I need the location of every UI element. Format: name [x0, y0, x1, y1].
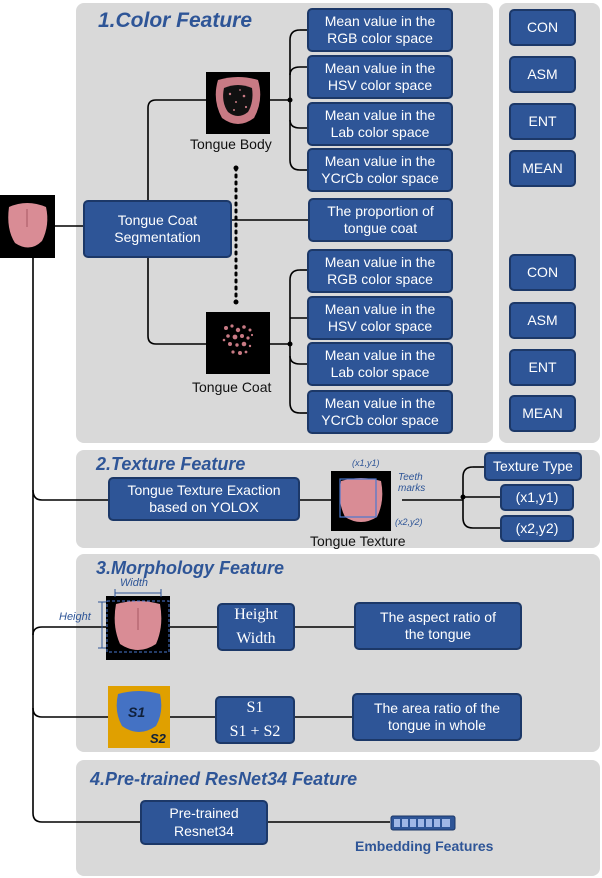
ratio-numerator: Height [234, 606, 278, 623]
tongue-texture-label: Tongue Texture [310, 533, 406, 549]
texture-method-box: Tongue Texture Exaction based on YOLOX [108, 477, 300, 521]
tongue-coat-image [206, 312, 270, 374]
tongue-coat-icon [222, 324, 254, 355]
area-denominator: S1 + S2 [229, 723, 281, 740]
ratio-denominator: Width [236, 630, 276, 647]
body-ycrcb-box: Mean value in the YCrCb color space [307, 148, 453, 192]
s1-label: S1 [128, 704, 146, 720]
glcm-con-top: CON [509, 9, 576, 46]
glcm-asm-top: ASM [509, 56, 576, 93]
aspect-ratio-result-box: The aspect ratio of the tongue [354, 602, 522, 650]
tongue-morphology-image [106, 596, 170, 660]
texture-type-box: Texture Type [484, 452, 582, 481]
tongue-mask-icon [116, 691, 162, 732]
width-annotation: Width [120, 577, 149, 589]
glcm-ent-top: ENT [509, 103, 576, 140]
glcm-mean-bottom: MEAN [509, 395, 576, 432]
coat-rgb-box: Mean value in the RGB color space [307, 249, 453, 293]
tongue-shape-icon [106, 600, 170, 653]
height-width-ratio-box: Height Width [217, 603, 295, 651]
area-ratio-result-box: The area ratio of the tongue in whole [352, 693, 522, 741]
height-arrow-icon [98, 601, 106, 649]
tongue-texture-image [331, 471, 391, 531]
color-feature-title: 1.Color Feature [98, 9, 253, 32]
glcm-mean-top: MEAN [509, 150, 576, 187]
embedding-vector-icon [390, 815, 456, 831]
texture-anno-teeth: Teeth marks [398, 472, 426, 494]
coat-hsv-box: Mean value in the HSV color space [307, 296, 453, 340]
texture-anno-bottom-right: (x2,y2) [395, 517, 423, 527]
tongue-body-icon [215, 77, 261, 124]
coat-proportion-box: The proportion of tongue coat [308, 198, 453, 242]
area-ratio-formula-box: S1 S1 + S2 [215, 696, 295, 744]
s2-label: S2 [150, 731, 166, 746]
texture-anno-top-left: (x1,y1) [352, 458, 380, 468]
body-rgb-box: Mean value in the RGB color space [307, 8, 453, 52]
coat-lab-box: Mean value in the Lab color space [307, 342, 453, 386]
glcm-ent-bottom: ENT [509, 349, 576, 386]
glcm-con-bottom: CON [509, 254, 576, 291]
tongue-coat-segmentation-box: Tongue Coat Segmentation [83, 200, 232, 258]
tongue-coat-label: Tongue Coat [192, 379, 272, 395]
area-numerator: S1 [246, 699, 264, 716]
resnet-model-box: Pre-trained Resnet34 [140, 800, 268, 845]
body-hsv-box: Mean value in the HSV color space [307, 55, 453, 99]
tongue-icon [8, 203, 48, 248]
width-arrow-icon [114, 589, 162, 597]
resnet-feature-title: 4.Pre-trained ResNet34 Feature [90, 769, 358, 789]
input-tongue-image [0, 195, 55, 258]
coord-x1y1-box: (x1,y1) [500, 484, 574, 511]
area-mask-image [108, 686, 170, 748]
tongue-body-label: Tongue Body [190, 136, 272, 152]
height-annotation: Height [59, 611, 91, 623]
glcm-asm-bottom: ASM [509, 302, 576, 339]
body-lab-box: Mean value in the Lab color space [307, 102, 453, 146]
coat-ycrcb-box: Mean value in the YCrCb color space [307, 390, 453, 434]
morphology-feature-title: 3.Morphology Feature [96, 558, 285, 578]
embedding-features-label: Embedding Features [355, 838, 494, 854]
texture-feature-title: 2.Texture Feature [96, 454, 246, 474]
coord-x2y2-box: (x2,y2) [500, 515, 574, 542]
tongue-texture-icon [339, 478, 383, 522]
tongue-body-image [206, 72, 270, 134]
